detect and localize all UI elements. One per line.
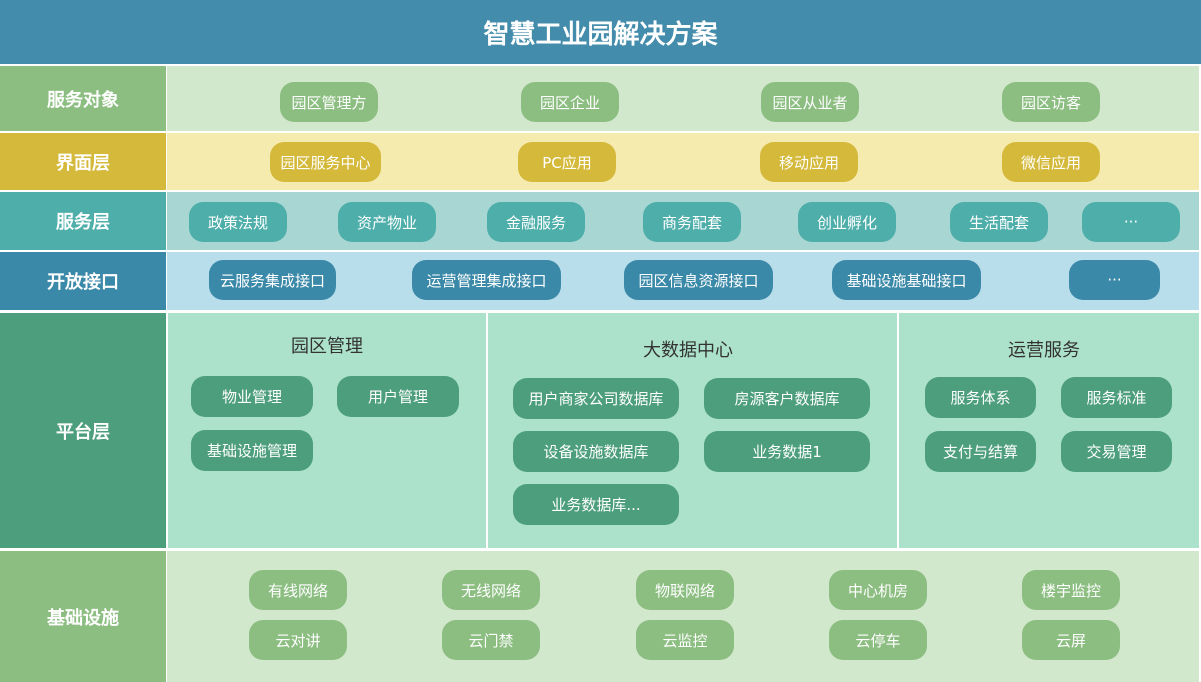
open-api-item[interactable]: 基础设施基础接口 xyxy=(832,260,981,300)
platform-item[interactable]: 房源客户数据库 xyxy=(704,378,870,419)
infrastructure-item[interactable]: 云对讲 xyxy=(249,620,347,660)
interface-item[interactable]: PC应用 xyxy=(518,142,616,182)
platform-item[interactable]: 用户管理 xyxy=(337,376,459,417)
service-layer-more[interactable]: ··· xyxy=(1082,202,1180,242)
platform-item[interactable]: 交易管理 xyxy=(1061,431,1172,472)
infrastructure-item[interactable]: 云屏 xyxy=(1022,620,1120,660)
service-layer-item[interactable]: 创业孵化 xyxy=(798,202,896,242)
infrastructure-item[interactable]: 楼宇监控 xyxy=(1022,570,1120,610)
infrastructure-item[interactable]: 云停车 xyxy=(829,620,927,660)
open-api-area: 云服务集成接口 运营管理集成接口 园区信息资源接口 基础设施基础接口 ··· xyxy=(167,252,1199,310)
infrastructure-item[interactable]: 有线网络 xyxy=(249,570,347,610)
service-layer-area: 政策法规 资产物业 金融服务 商务配套 创业孵化 生活配套 ··· xyxy=(167,192,1199,250)
open-api-item[interactable]: 云服务集成接口 xyxy=(209,260,336,300)
platform-item[interactable]: 业务数据1 xyxy=(704,431,870,472)
service-target-area: 园区管理方 园区企业 园区从业者 园区访客 xyxy=(167,66,1199,131)
section-title: 运营服务 xyxy=(1008,340,1080,361)
platform-item[interactable]: 支付与结算 xyxy=(925,431,1036,472)
interface-area: 园区服务中心 PC应用 移动应用 微信应用 xyxy=(167,133,1199,190)
service-layer-item[interactable]: 金融服务 xyxy=(487,202,585,242)
platform-item[interactable]: 基础设施管理 xyxy=(191,430,313,471)
row-label-interface: 界面层 xyxy=(0,133,166,190)
service-target-item[interactable]: 园区访客 xyxy=(1002,82,1100,122)
platform-item[interactable]: 服务体系 xyxy=(925,377,1036,418)
infrastructure-item[interactable]: 物联网络 xyxy=(636,570,734,610)
infrastructure-area: 有线网络 无线网络 物联网络 中心机房 楼宇监控 云对讲 云门禁 云监控 云停车… xyxy=(167,551,1199,682)
open-api-item[interactable]: 运营管理集成接口 xyxy=(412,260,561,300)
open-api-item[interactable]: 园区信息资源接口 xyxy=(624,260,773,300)
platform-item[interactable]: 设备设施数据库 xyxy=(513,431,679,472)
service-target-item[interactable]: 园区管理方 xyxy=(280,82,378,122)
interface-item[interactable]: 移动应用 xyxy=(760,142,858,182)
interface-item[interactable]: 园区服务中心 xyxy=(270,142,381,182)
platform-item[interactable]: 服务标准 xyxy=(1061,377,1172,418)
row-label-infrastructure: 基础设施 xyxy=(0,551,166,682)
service-layer-item[interactable]: 商务配套 xyxy=(643,202,741,242)
platform-section-big-data-center: 大数据中心 用户商家公司数据库 房源客户数据库 设备设施数据库 业务数据1 业务… xyxy=(488,313,897,548)
page-title: 智慧工业园解决方案 xyxy=(0,0,1201,64)
infrastructure-item[interactable]: 云监控 xyxy=(636,620,734,660)
row-label-service-target: 服务对象 xyxy=(0,66,166,131)
open-api-more[interactable]: ··· xyxy=(1069,260,1160,300)
platform-item[interactable]: 业务数据库... xyxy=(513,484,679,525)
section-title: 大数据中心 xyxy=(643,340,733,361)
section-title: 园区管理 xyxy=(291,336,363,357)
service-layer-item[interactable]: 生活配套 xyxy=(950,202,1048,242)
platform-item[interactable]: 用户商家公司数据库 xyxy=(513,378,679,419)
interface-item[interactable]: 微信应用 xyxy=(1002,142,1100,182)
service-target-item[interactable]: 园区从业者 xyxy=(761,82,859,122)
row-label-service-layer: 服务层 xyxy=(0,192,166,250)
infrastructure-item[interactable]: 无线网络 xyxy=(442,570,540,610)
service-layer-item[interactable]: 资产物业 xyxy=(338,202,436,242)
platform-section-operation-services: 运营服务 服务体系 服务标准 支付与结算 交易管理 xyxy=(899,313,1199,548)
row-label-open-api: 开放接口 xyxy=(0,252,166,310)
infrastructure-item[interactable]: 中心机房 xyxy=(829,570,927,610)
platform-section-park-management: 园区管理 物业管理 用户管理 基础设施管理 xyxy=(168,313,486,548)
row-label-platform: 平台层 xyxy=(0,313,166,548)
infrastructure-item[interactable]: 云门禁 xyxy=(442,620,540,660)
service-target-item[interactable]: 园区企业 xyxy=(521,82,619,122)
platform-item[interactable]: 物业管理 xyxy=(191,376,313,417)
service-layer-item[interactable]: 政策法规 xyxy=(189,202,287,242)
